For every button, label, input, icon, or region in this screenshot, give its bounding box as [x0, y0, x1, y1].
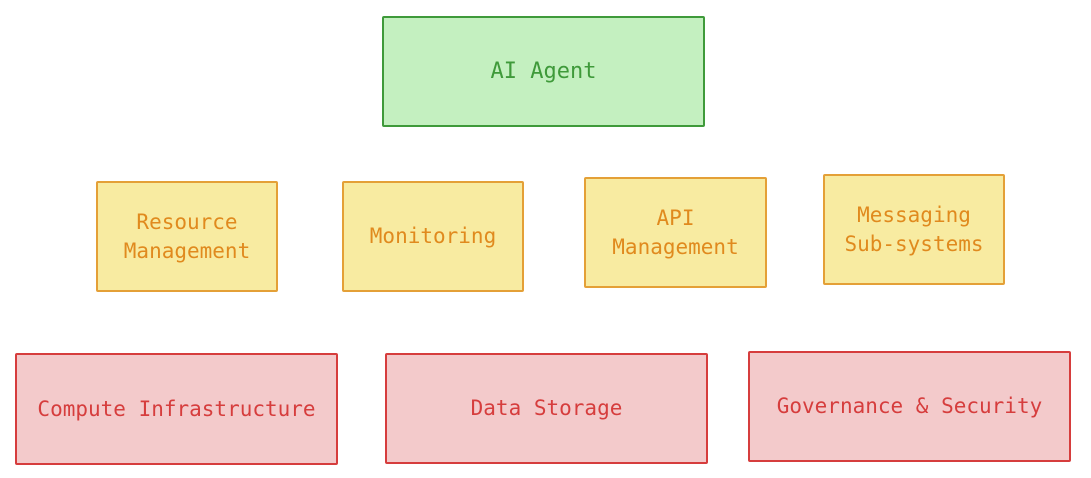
ai-agent-box: AI Agent — [382, 16, 705, 127]
messaging-subsystems-box: Messaging Sub-systems — [823, 174, 1005, 285]
messaging-subsystems-label: Messaging Sub-systems — [844, 203, 984, 256]
governance-security-label: Governance & Security — [776, 394, 1043, 419]
compute-infrastructure-box: Compute Infrastructure — [15, 353, 338, 465]
resource-management-box: Resource Management — [96, 181, 278, 292]
api-management-label: API Management — [612, 206, 739, 259]
resource-management-label: Resource Management — [123, 210, 251, 263]
data-storage-box: Data Storage — [385, 353, 708, 464]
ai-agent-label: AI Agent — [490, 58, 597, 84]
governance-security-box: Governance & Security — [748, 351, 1071, 462]
data-storage-label: Data Storage — [470, 396, 623, 421]
compute-infrastructure-label: Compute Infrastructure — [37, 396, 316, 421]
api-management-box: API Management — [584, 177, 767, 288]
monitoring-label: Monitoring — [369, 224, 497, 249]
monitoring-box: Monitoring — [342, 181, 524, 292]
